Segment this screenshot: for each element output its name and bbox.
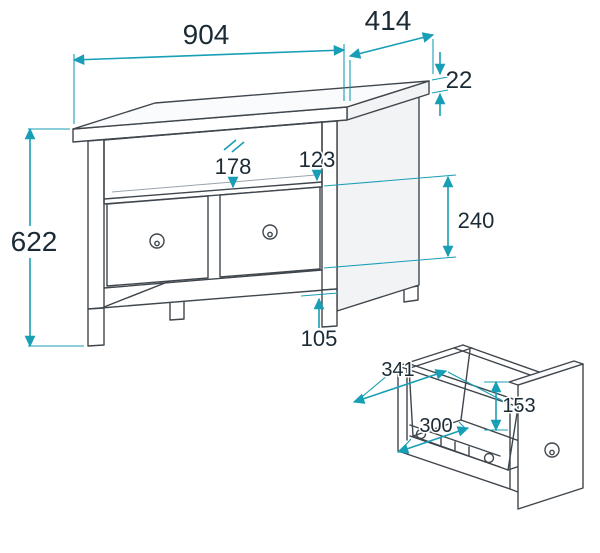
dim-width: 904 — [72, 18, 346, 124]
dim-top-thickness-label: 22 — [446, 67, 473, 94]
drawer-far-back-corner-edge — [460, 349, 471, 421]
dim-drawer-inner-height-label: 153 — [502, 395, 535, 417]
shelf-back-edge — [111, 174, 317, 193]
cabinet-side-panel — [336, 94, 420, 312]
front-left-leg — [87, 307, 105, 347]
drawer-back-top-edge — [397, 344, 464, 367]
drawer-front-left — [106, 195, 209, 287]
dim-drawer-depth-label: 341 — [381, 359, 414, 381]
dim-drawer-height: 240 — [323, 174, 496, 269]
dim-drawer-inner-width-label: 300 — [419, 415, 452, 437]
dim-base-clearance: 105 — [299, 292, 339, 353]
dim-width-line — [72, 45, 346, 65]
drawer-right-knob — [262, 224, 278, 240]
dim-base-clearance-label: 105 — [301, 326, 338, 351]
drawer-side-panel — [397, 365, 511, 490]
drawer-front-left-corner-edge — [507, 400, 520, 471]
dim-shelf-front-mark-1 — [223, 139, 237, 151]
dim-shelf-back-label: 123 — [299, 147, 336, 172]
drawer-detail-knob — [544, 442, 560, 458]
cabinet-front-legs — [87, 288, 338, 347]
dim-drawer-inner-width: 300 — [396, 414, 470, 454]
dim-top-thickness-ext-top — [431, 76, 449, 81]
slide-rail-roller-front — [483, 452, 495, 464]
cabinet-frame-lines — [103, 121, 323, 309]
drawer-front-panel-joint-bottom — [509, 488, 519, 493]
drawer-front-panel — [517, 363, 584, 510]
dim-shelf-front: 178 — [213, 139, 253, 189]
dim-shelf-back: 123 — [297, 146, 337, 182]
dim-height: 622 — [9, 127, 84, 348]
dim-shelf-front-mark-2 — [231, 141, 245, 153]
dim-drawer-depth-line — [352, 369, 448, 404]
cabinet — [72, 80, 430, 347]
dim-drawer-height-label: 240 — [458, 208, 495, 233]
drawer-left-knob-center — [154, 240, 160, 247]
dim-drawer-height-ext-top — [323, 174, 457, 187]
dim-drawer-height-ext-bottom — [323, 256, 457, 269]
drawer-right-knob-center — [267, 231, 273, 238]
drawer-front-right — [219, 186, 321, 278]
dim-base-clearance-ext — [300, 292, 339, 297]
cabinet-top — [72, 80, 430, 143]
drawer-detail-dimensions: 341 300 153 — [352, 358, 537, 454]
dim-depth-label: 414 — [365, 5, 412, 36]
shelf-opening-top-edge — [103, 121, 323, 141]
drawer-left-knob — [149, 233, 165, 249]
dim-depth: 414 — [348, 4, 435, 101]
drawer-back-inner-top-edge — [406, 347, 473, 370]
dim-depth-line — [348, 32, 435, 59]
dim-drawer-inner-height: 153 — [484, 380, 537, 432]
dimensions: 904 414 22 622 178 — [9, 4, 496, 353]
dim-top-thickness: 22 — [431, 52, 474, 116]
bottom-rail-top-edge — [103, 269, 323, 289]
dim-shelf-front-label: 178 — [215, 154, 252, 179]
front-right-leg — [321, 288, 338, 328]
drawer-front-panel-top-face — [508, 360, 584, 386]
drawer-front-panel-joint-top — [509, 403, 519, 408]
dim-width-label: 904 — [183, 19, 230, 50]
dim-height-label: 622 — [11, 226, 58, 257]
top-face — [72, 80, 430, 130]
dim-drawer-depth: 341 — [352, 358, 506, 404]
dim-top-thickness-ext-bottom — [431, 89, 449, 94]
left-side-apron-edge — [103, 280, 171, 308]
dim-drawer-inner-width-line — [396, 426, 470, 454]
drawer-detail-knob-center — [549, 449, 555, 456]
